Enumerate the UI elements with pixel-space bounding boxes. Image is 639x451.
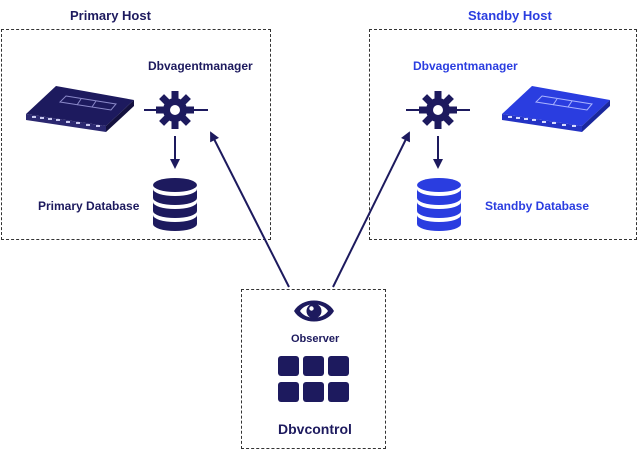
dbvcontrol-title: Dbvcontrol — [278, 421, 352, 437]
standby-agent-label: Dbvagentmanager — [413, 59, 518, 73]
eye-icon — [294, 300, 334, 322]
server-icon — [502, 86, 610, 132]
standby-database-label: Standby Database — [485, 199, 590, 213]
primary-host-title: Primary Host — [70, 8, 151, 23]
observer-to-primary-arrow — [210, 131, 290, 288]
grid-icon — [278, 356, 349, 402]
server-icon — [26, 86, 134, 132]
observer-label: Observer — [291, 333, 340, 345]
standby-host-box — [369, 29, 637, 240]
primary-agent-label: Dbvagentmanager — [148, 59, 253, 73]
dbvcontrol-box — [241, 289, 386, 449]
gear-icon — [144, 91, 208, 129]
gear-icon — [406, 91, 470, 129]
primary-database-label: Primary Database — [38, 199, 140, 213]
standby-host-title: Standby Host — [468, 8, 552, 23]
primary-host-box — [1, 29, 271, 240]
database-icon — [153, 178, 197, 231]
database-icon — [417, 178, 461, 231]
observer-to-standby-arrow — [332, 131, 410, 288]
